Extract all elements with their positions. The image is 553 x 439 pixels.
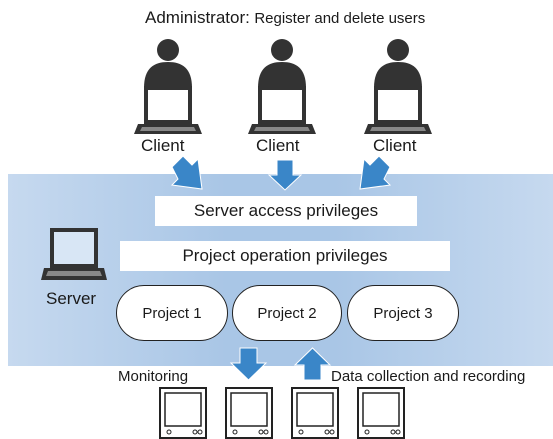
project-1[interactable]: Project 1 (116, 285, 228, 341)
client-label-2: Client (256, 136, 300, 155)
client-arrows (170, 155, 392, 191)
recorder-devices (159, 387, 405, 439)
arrow-monitoring-down-icon (229, 347, 268, 381)
arrow-down-icon (267, 159, 303, 191)
recorder-icon-2 (225, 387, 273, 439)
arrow-down-left-icon (359, 155, 392, 190)
data-collection-label: Data collection and recording (331, 368, 526, 385)
person-icon-3 (374, 39, 422, 88)
monitoring-label: Monitoring (118, 368, 189, 385)
client-label-1: Client (141, 136, 185, 155)
recorder-icon-4 (357, 387, 405, 439)
client-label-3: Client (373, 136, 417, 155)
arrow-down-right-icon (170, 155, 203, 190)
person-icon-2 (258, 39, 306, 88)
laptop-icon-1 (134, 86, 202, 134)
person-icon-1 (144, 39, 192, 88)
recorder-icon-1 (159, 387, 207, 439)
arrow-data-up-icon (293, 347, 332, 381)
laptop-icon-2 (248, 86, 316, 134)
project-operation-band: Project operation privileges (120, 241, 450, 271)
server-laptop-icon (41, 228, 107, 280)
project-3[interactable]: Project 3 (347, 285, 459, 341)
header: Administrator: Register and delete users (145, 8, 425, 28)
administrator-task: Register and delete users (254, 10, 426, 27)
project-2[interactable]: Project 2 (232, 285, 342, 341)
flow-arrows (229, 347, 332, 381)
administrator-label: Administrator: (145, 8, 250, 27)
recorder-icon-3 (291, 387, 339, 439)
laptop-icon-3 (364, 86, 432, 134)
server-label: Server (46, 289, 97, 308)
server-access-band: Server access privileges (155, 196, 417, 226)
